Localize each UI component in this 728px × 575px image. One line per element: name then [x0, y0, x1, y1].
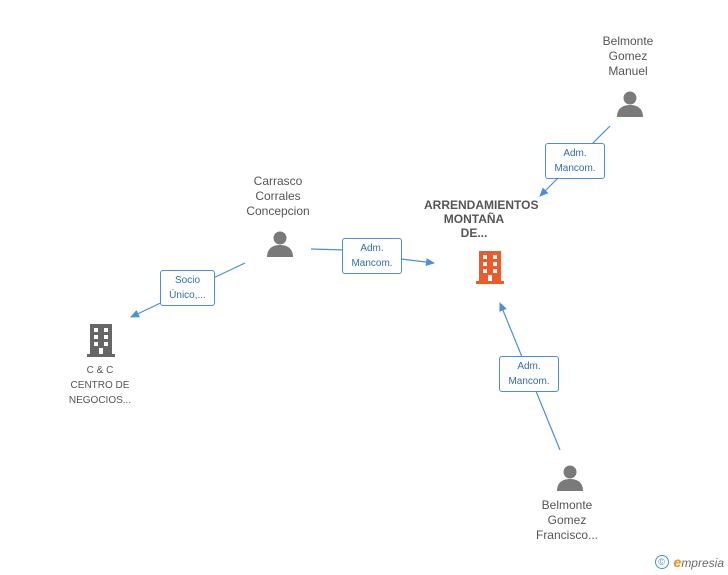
relation-label-carrasco-main[interactable]: Adm. Mancom. [342, 238, 402, 274]
person-icon[interactable] [265, 229, 295, 259]
building-icon[interactable] [85, 323, 117, 357]
main-company-name[interactable]: ARRENDAMIENTOS MONTAÑA DE... [424, 198, 539, 240]
person-manuel-name[interactable]: Belmonte Gomez Manuel [602, 34, 654, 78]
building-icon[interactable] [474, 250, 506, 284]
person-carrasco-name[interactable]: Carrasco Corrales Concepcion [246, 174, 310, 218]
copyright-icon: © [654, 555, 669, 569]
company-cc-name[interactable]: C & C CENTRO DE NEGOCIOS... [68, 365, 132, 406]
empresia-logo[interactable]: empresia [673, 554, 724, 570]
relation-label-francisco-main[interactable]: Adm. Mancom. [499, 356, 559, 392]
person-francisco-name[interactable]: Belmonte Gomez Francisco... [535, 498, 598, 542]
relation-label-manuel-main[interactable]: Adm. Mancom. [545, 143, 605, 179]
person-icon[interactable] [555, 463, 585, 493]
edge-carrasco-to-main [310, 248, 434, 263]
relation-label-carrasco-cc[interactable]: Socio Único,... [160, 270, 215, 306]
footer-brand: © empresia [654, 554, 724, 570]
person-icon[interactable] [615, 89, 645, 119]
